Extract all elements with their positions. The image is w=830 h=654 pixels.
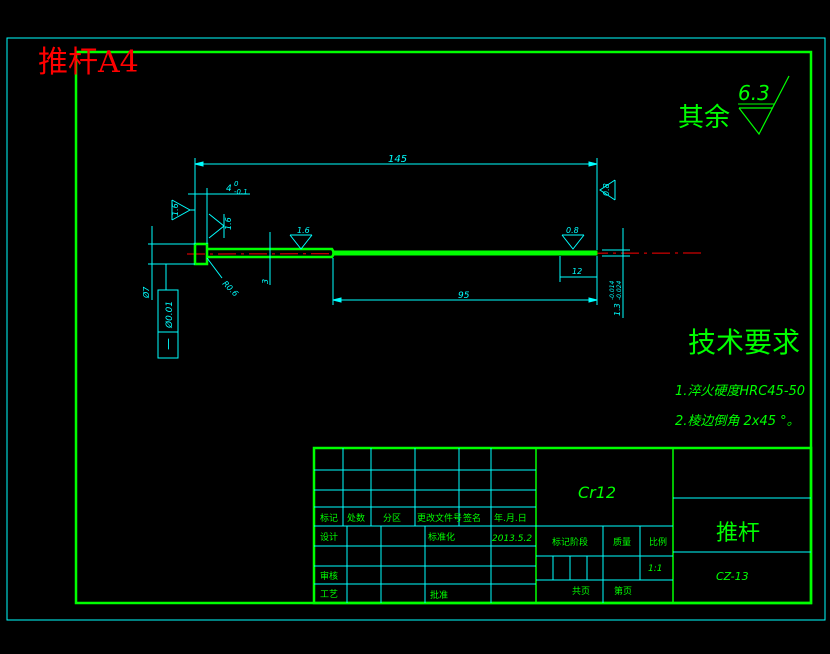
tb-weight: 质量 [613, 536, 631, 548]
tolerance-symbol: — [161, 338, 175, 350]
dim-overall [194, 158, 598, 250]
tolerance-frame: Ø0.01 — [157, 264, 179, 359]
dim-head [188, 188, 250, 244]
dim-head-dia-label: Ø7 [141, 286, 151, 299]
dim-tip-dia-label: 1.3 [613, 303, 622, 316]
tb-approve: 批准 [430, 589, 448, 601]
rough-head-a: 1.6 [171, 199, 195, 221]
dim-shank-dia-label: 3 [261, 279, 270, 284]
tb-ratio: 比例 [649, 536, 667, 548]
requirements-heading: 技术要求 [688, 326, 800, 359]
svg-text:0.8: 0.8 [602, 183, 611, 196]
tb-process: 工艺 [320, 589, 338, 600]
tb-design: 设计 [320, 531, 338, 543]
rough-shank: 1.6 [289, 226, 313, 250]
tb-sheet-no: 第页 [614, 585, 632, 597]
tb-header-sign: 签名 [463, 512, 481, 524]
dim-tip-tol-lower: -0.024 [616, 280, 623, 300]
tb-part-name: 推杆 [716, 521, 760, 546]
tb-header-zone: 分区 [383, 513, 401, 524]
part-tip [332, 250, 598, 256]
svg-text:1.6: 1.6 [171, 203, 180, 216]
tb-date-value: 2013.5.2 [492, 534, 532, 544]
dim-fillet: R0.6 [206, 257, 240, 298]
svg-text:0.8: 0.8 [566, 226, 579, 235]
roughness-symbol [738, 75, 790, 136]
tb-header-mark: 标记 [320, 512, 338, 524]
tb-header-docno: 更改文件号 [417, 512, 462, 524]
tolerance-value: Ø0.01 [164, 301, 175, 329]
dim-tip-length [559, 256, 597, 282]
dim-head-dia [148, 226, 195, 300]
rough-tip: 0.8 [561, 226, 585, 250]
dim-head-label: 4 [226, 184, 232, 194]
dim-overall-label: 145 [388, 154, 407, 165]
title-block: 标记 处数 分区 更改文件号 签名 年.月.日 设计 标准化 2013.5.2 … [312, 446, 813, 605]
dim-head-tol-upper: 0 [234, 180, 239, 188]
roughness-value: 6.3 [738, 81, 770, 105]
tb-total-sheets: 共页 [572, 586, 590, 597]
requirement-item-1: 1.淬火硬度HRC45-50 [675, 384, 805, 399]
dim-head-tol: -0.1 [234, 188, 248, 196]
tb-material: Cr12 [578, 483, 616, 502]
tb-stage-mark: 标记阶段 [552, 536, 588, 548]
roughness-label: 其余 [678, 103, 730, 133]
tb-scale: 1:1 [648, 564, 662, 574]
tb-standard: 标准化 [428, 531, 455, 543]
requirement-item-2: 2.棱边倒角 2x45 °。 [675, 414, 800, 429]
dim-shank-length-label: 95 [458, 291, 470, 301]
dim-tip-length-label: 12 [572, 267, 582, 276]
dim-shank-length [332, 256, 598, 305]
outer-border [6, 37, 826, 621]
dim-tip-dia [602, 228, 630, 318]
svg-text:1.6: 1.6 [297, 226, 310, 235]
rough-head-b: 1.6 [208, 213, 233, 239]
sheet-title: 推杆A4 [38, 45, 139, 80]
rough-end: 0.8 [599, 179, 616, 201]
tb-review: 审核 [320, 570, 338, 582]
svg-text:1.6: 1.6 [224, 217, 233, 230]
tb-drawing-no: CZ-13 [716, 570, 749, 583]
svg-text:R0.6: R0.6 [221, 279, 240, 298]
tb-header-date: 年.月.日 [494, 512, 527, 524]
roughness-general: 其余 6.3 [678, 75, 790, 136]
tb-header-count: 处数 [347, 512, 365, 524]
part-head [193, 242, 209, 266]
dim-tip-tol-upper: -0.014 [609, 280, 616, 300]
